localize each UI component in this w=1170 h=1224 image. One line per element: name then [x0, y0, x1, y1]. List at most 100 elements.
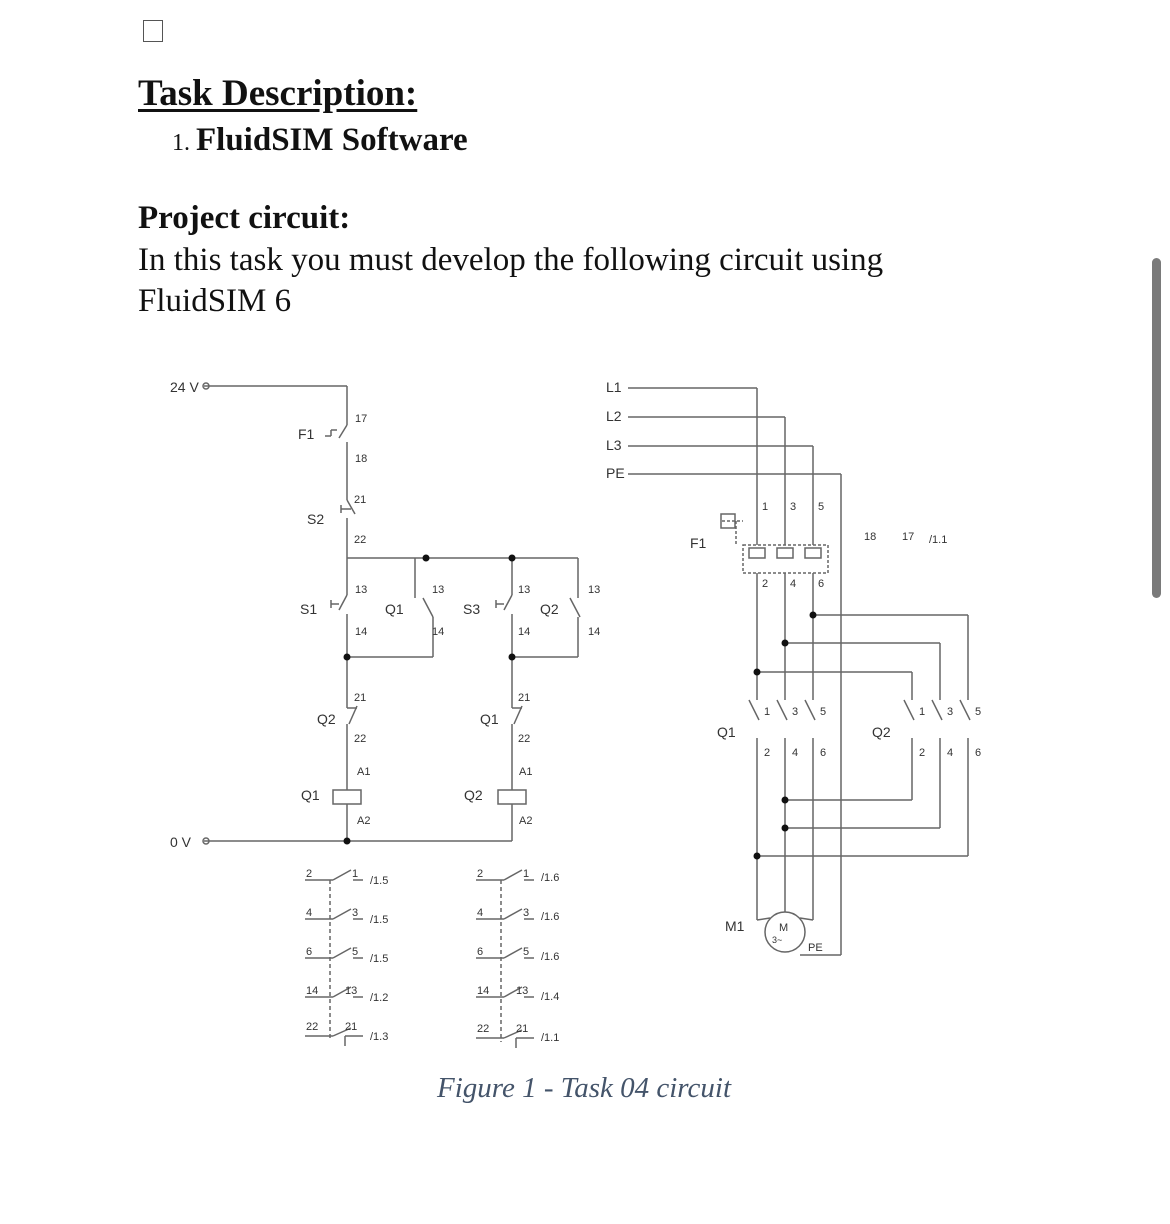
- checkbox[interactable]: [143, 20, 163, 42]
- terminal-label: 4: [790, 578, 796, 590]
- terminal-label: 1: [764, 706, 770, 718]
- scrollbar[interactable]: [1152, 258, 1161, 598]
- s3-label: S3: [463, 601, 480, 617]
- s2-label: S2: [307, 511, 324, 527]
- contact-list-label: 2: [306, 868, 312, 880]
- l3-label: L3: [606, 437, 622, 453]
- terminal-label: 17: [355, 413, 367, 425]
- terminal-label: 6: [820, 747, 826, 759]
- terminal-label: 21: [354, 692, 366, 704]
- terminal-label: 6: [818, 578, 824, 590]
- contact-list-label: 4: [477, 907, 483, 919]
- terminal-label: 4: [947, 747, 953, 759]
- list-number: 1.: [172, 130, 190, 156]
- l1-label: L1: [606, 379, 622, 395]
- task-description-heading: Task Description:: [138, 73, 418, 114]
- terminal-label: 6: [975, 747, 981, 759]
- l2-label: L2: [606, 408, 622, 424]
- terminal-label: 17: [902, 531, 914, 543]
- xref-label: /1.2: [370, 992, 388, 1004]
- q2-hold-label: Q2: [540, 601, 559, 617]
- s1-label: S1: [300, 601, 317, 617]
- circuit-diagram: 24 V 0 V F1 S2 S1 Q1 S3 Q2 Q2 Q1 Q1 Q2 L…: [170, 379, 981, 1048]
- xref-label: /1.4: [541, 991, 559, 1003]
- xref-label: /1.5: [370, 875, 388, 887]
- contact-list-label: 2: [477, 868, 483, 880]
- terminal-label: 2: [762, 578, 768, 590]
- terminal-label: 13: [588, 584, 600, 596]
- terminal-label: 3: [947, 706, 953, 718]
- terminal-label: 22: [518, 733, 530, 745]
- q2-power-label: Q2: [872, 724, 891, 740]
- project-description: In this task you must develop the follow…: [138, 242, 884, 319]
- coil-terminal-label: A2: [357, 815, 370, 827]
- terminal-label: 4: [792, 747, 798, 759]
- m1-label: M1: [725, 918, 745, 934]
- contact-list-label: 14: [306, 985, 318, 997]
- pe-rail-label: PE: [606, 465, 625, 481]
- motor-3-label: 3~: [772, 935, 782, 945]
- f1-label: F1: [298, 426, 315, 442]
- terminal-label: 13: [355, 584, 367, 596]
- terminal-label: 13: [518, 584, 530, 596]
- contact-list-label: 3: [352, 907, 358, 919]
- contact-list-label: 1: [523, 868, 529, 880]
- terminal-label: 5: [820, 706, 826, 718]
- list-item-fluidsim: 1.FluidSIM Software: [172, 122, 468, 159]
- terminal-label: 14: [518, 626, 530, 638]
- figure-caption: Figure 1 - Task 04 circuit: [437, 1072, 732, 1104]
- coil-terminal-label: A2: [519, 815, 532, 827]
- xref-label: /1.6: [541, 911, 559, 923]
- terminal-label: 18: [355, 453, 367, 465]
- contact-list-label: 14: [477, 985, 489, 997]
- q1-hold-label: Q1: [385, 601, 404, 617]
- terminal-label: 2: [764, 747, 770, 759]
- terminal-label: 21: [518, 692, 530, 704]
- contact-list-label: 22: [477, 1023, 489, 1035]
- q2-coil-label: Q2: [464, 787, 483, 803]
- terminal-label: 5: [975, 706, 981, 718]
- supply-0v-label: 0 V: [170, 834, 192, 850]
- terminal-label: 14: [588, 626, 600, 638]
- q1-interlock-label: Q1: [480, 711, 499, 727]
- coil-terminal-label: A1: [357, 766, 370, 778]
- terminal-label: 18: [864, 531, 876, 543]
- project-circuit-heading: Project circuit:: [138, 200, 351, 236]
- list-item-label: FluidSIM Software: [196, 122, 468, 158]
- contact-list-label: 6: [306, 946, 312, 958]
- xref-label: /1.3: [370, 1031, 388, 1043]
- terminal-label: 13: [432, 584, 444, 596]
- terminal-label: 21: [354, 494, 366, 506]
- supply-24v-label: 24 V: [170, 379, 199, 395]
- terminal-label: 3: [790, 501, 796, 513]
- terminal-label: 5: [818, 501, 824, 513]
- terminal-label: 3: [792, 706, 798, 718]
- contact-list-label: 5: [352, 946, 358, 958]
- contact-list-label: 6: [477, 946, 483, 958]
- q2-interlock-label: Q2: [317, 711, 336, 727]
- contact-list-label: 13: [345, 985, 357, 997]
- terminal-label: 22: [354, 534, 366, 546]
- terminal-label: 1: [919, 706, 925, 718]
- contact-list-label: 1: [352, 868, 358, 880]
- q1-coil-label: Q1: [301, 787, 320, 803]
- terminal-label: 22: [354, 733, 366, 745]
- contact-list-label: 5: [523, 946, 529, 958]
- terminal-label: 14: [432, 626, 444, 638]
- contact-list-label: 3: [523, 907, 529, 919]
- terminal-label: 2: [919, 747, 925, 759]
- terminal-label: 14: [355, 626, 367, 638]
- xref-label: /1.1: [929, 534, 947, 546]
- contact-list-label: 21: [345, 1021, 357, 1033]
- xref-label: /1.6: [541, 951, 559, 963]
- xref-label: /1.5: [370, 914, 388, 926]
- motor-m-label: M: [779, 922, 788, 934]
- f1-power-label: F1: [690, 535, 707, 551]
- contact-list-label: 4: [306, 907, 312, 919]
- contact-list-label: 13: [516, 985, 528, 997]
- motor-pe-label: PE: [808, 942, 823, 954]
- xref-label: /1.1: [541, 1032, 559, 1044]
- q1-power-label: Q1: [717, 724, 736, 740]
- contact-list-label: 22: [306, 1021, 318, 1033]
- terminal-label: 1: [762, 501, 768, 513]
